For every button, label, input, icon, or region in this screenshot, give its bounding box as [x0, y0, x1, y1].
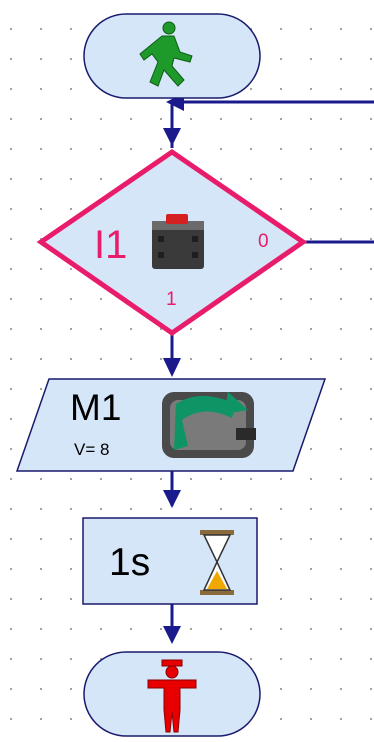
input-port-label: I1 [94, 223, 128, 267]
branch-label-right: 0 [258, 231, 269, 252]
red-standing-man-icon [147, 659, 197, 733]
branch-label-down: 1 [166, 289, 177, 310]
delay-duration-label: 1s [109, 541, 151, 584]
motor-port-label: M1 [70, 387, 122, 428]
motor-block[interactable] [15, 378, 327, 472]
motor-with-rotation-arrow-icon [162, 392, 256, 458]
input-block[interactable] [36, 148, 308, 337]
hourglass-icon [200, 530, 234, 595]
push-button-switch-icon [152, 214, 204, 269]
delay-block[interactable] [82, 517, 258, 605]
motor-speed-label: V= 8 [74, 440, 110, 459]
green-walking-man-icon [139, 21, 193, 87]
start-block[interactable] [83, 13, 261, 99]
connector-lines [170, 100, 374, 640]
stop-block[interactable] [83, 651, 261, 737]
